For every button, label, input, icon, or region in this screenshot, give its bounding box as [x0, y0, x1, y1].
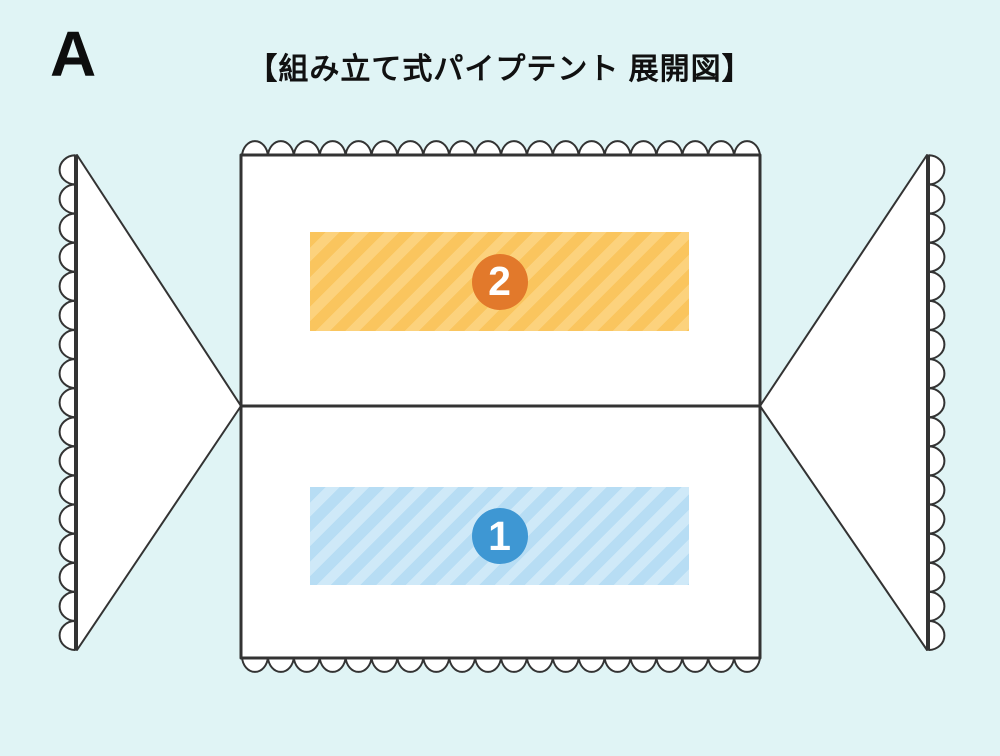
- panel-label: A: [50, 18, 97, 90]
- roof-band-1: 1: [310, 487, 689, 585]
- right-flap-scallop-edge: [928, 154, 946, 651]
- step-badge-2: 2: [471, 253, 528, 310]
- step-badge-1: 1: [471, 508, 528, 564]
- left-end-flap: [76, 154, 242, 651]
- left-flap-scallop-edge: [58, 154, 76, 651]
- roof-band-2: 2: [310, 232, 689, 331]
- step-number-1: 1: [488, 512, 511, 559]
- right-end-flap: [759, 154, 928, 651]
- step-number-2: 2: [488, 258, 511, 304]
- diagram-title: 【組み立て式パイプテント 展開図】: [247, 53, 753, 86]
